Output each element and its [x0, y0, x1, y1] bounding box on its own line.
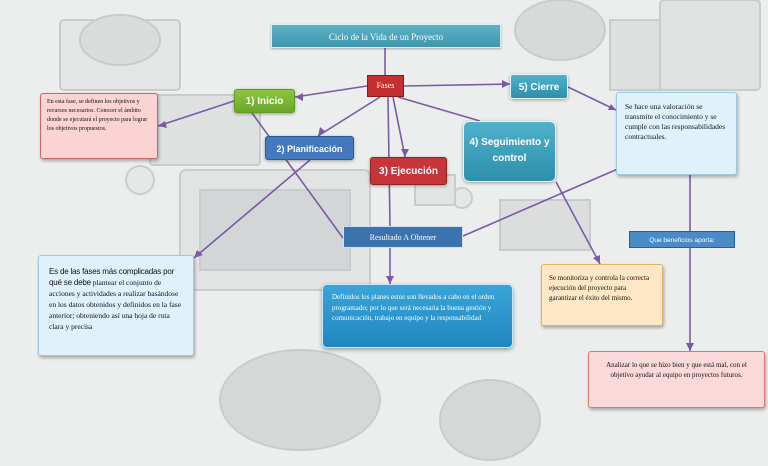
note-cierre: Se hace una valoración se transmite el c…: [616, 92, 737, 175]
fases-hub: Fases: [367, 75, 404, 97]
phase-cierre: 5) Cierre: [510, 74, 568, 99]
note-planificacion-lead: Es de las fases más complicadas por qué …: [49, 267, 175, 287]
note-ejecucion: Definidos los planes estos son llevados …: [322, 284, 513, 348]
note-planificacion: Es de las fases más complicadas por qué …: [38, 255, 194, 356]
note-planificacion-body: plantear el conjunto de acciones y activ…: [49, 278, 182, 331]
phase-inicio: 1) Inicio: [234, 89, 295, 113]
note-beneficios: Analizar lo que se hizo bien y que está …: [588, 351, 765, 408]
phase-planificacion: 2) Planificación: [265, 136, 354, 160]
note-inicio: En esta fase, se definen los objetivos y…: [40, 93, 158, 159]
resultado-box: Resultado A Obtener: [343, 226, 463, 248]
beneficios-box: Que beneficios aporta:: [629, 231, 735, 248]
phase-seguimiento: 4) Seguimiento y control: [463, 121, 556, 182]
diagram-title: Ciclo de la Vida de un Proyecto: [271, 24, 501, 48]
note-seguimiento: Se monitoriza y controla la correcta eje…: [541, 264, 663, 326]
phase-ejecucion: 3) Ejecución: [370, 157, 447, 185]
